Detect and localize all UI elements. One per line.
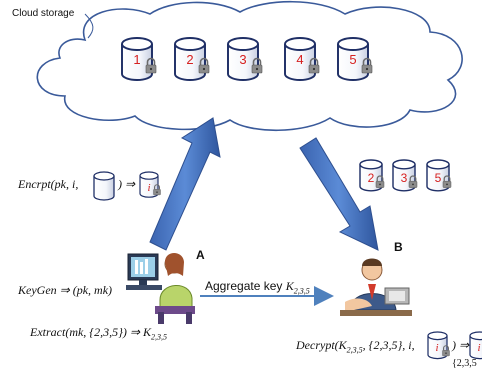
keygen-formula: KeyGen ⇒ (pk, mk) — [18, 283, 113, 297]
download-arrow — [299, 137, 379, 251]
upload-arrow — [149, 117, 221, 251]
cloud-file-number-1: 1 — [133, 52, 140, 67]
node-a-label: A — [196, 248, 205, 262]
decrypt-formula-right: ) ⇒ — [452, 338, 470, 352]
decrypt-input-file-index: i — [435, 342, 438, 354]
aggregate-key-symbol: K — [285, 279, 294, 293]
decrypt-output-file-index: i — [477, 342, 480, 354]
extract-formula: Extract(mk, {2,3,5}) ⇒ K2,3,5 — [30, 325, 167, 341]
encrypt-output-file-index: i — [147, 182, 150, 194]
extract-formula-main: Extract(mk, {2,3,5}) ⇒ K — [30, 325, 151, 339]
cloud-storage-label: Cloud storage — [12, 8, 75, 19]
decrypt-formula: Decrypt(K2,3,5, {2,3,5}, i, — [296, 338, 415, 354]
received-file-number-5: 5 — [435, 171, 442, 185]
encrypt-input-file-icon — [93, 171, 115, 201]
decrypt-formula-overflow: {2,3,5 — [452, 358, 477, 369]
node-b-label: B — [394, 240, 403, 254]
encrypt-formula-left: Encrpt(pk, i, — [18, 177, 79, 191]
aggregate-key-subscript: 2,3,5 — [293, 286, 310, 296]
received-file-number-2: 2 — [368, 171, 375, 185]
received-file-number-3: 3 — [401, 171, 408, 185]
cloud-file-number-4: 4 — [296, 52, 303, 67]
extract-formula-subscript: 2,3,5 — [150, 332, 167, 342]
encrypt-formula-right: ) ⇒ — [118, 177, 136, 191]
cloud-file-number-5: 5 — [349, 52, 356, 67]
user-a-figure — [126, 253, 195, 324]
cloud-file-number-2: 2 — [186, 52, 193, 67]
decrypt-formula-main: Decrypt(K — [296, 338, 347, 352]
aggregate-key-text: Aggregate key — [205, 279, 283, 293]
aggregate-key-label: Aggregate key K2,3,5 — [205, 279, 310, 295]
decrypt-formula-subscript: 2,3,5 — [346, 345, 363, 355]
user-b-figure — [340, 258, 412, 316]
decrypt-formula-middle: , {2,3,5}, i, — [362, 338, 415, 352]
cloud-file-number-3: 3 — [239, 52, 246, 67]
